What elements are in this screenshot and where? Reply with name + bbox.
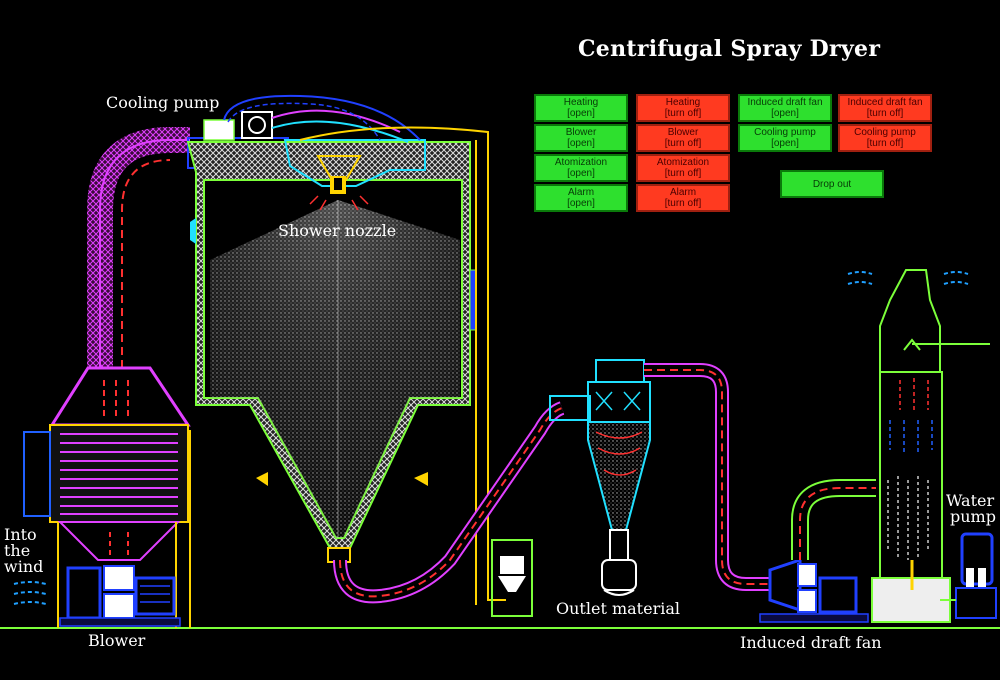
exhaust-duct	[644, 363, 770, 591]
blower-off-button[interactable]: Blower [turn off]	[636, 124, 730, 152]
page-title: Centrifugal Spray Dryer	[578, 36, 881, 62]
heater-unit	[23, 366, 191, 628]
drop-out-label: Drop out	[812, 178, 852, 190]
alarm-open-state: [open]	[567, 198, 595, 209]
atomization-open-button[interactable]: Atomization [open]	[534, 154, 628, 182]
blower-label: Blower	[88, 631, 146, 650]
atomization-open-name: Atomization	[554, 157, 608, 168]
cooling-off-state: [turn off]	[866, 138, 904, 149]
into-the-wind-label-3: wind	[4, 557, 44, 576]
outlet-material-label: Outlet material	[556, 599, 680, 618]
alarm-open-name: Alarm	[567, 187, 595, 198]
alarm-off-state: [turn off]	[664, 198, 702, 209]
transfer-duct	[333, 401, 565, 604]
induced-draft-fan	[759, 479, 876, 623]
cooling-open-name: Cooling pump	[754, 127, 816, 138]
cooling-pump-open-button[interactable]: Cooling pump [open]	[738, 124, 832, 152]
into-the-wind-label-2: the	[4, 541, 31, 560]
idf-off-name: Induced draft fan	[847, 97, 923, 108]
alarm-open-button[interactable]: Alarm [open]	[534, 184, 628, 212]
cooling-pump-off-button[interactable]: Cooling pump [turn off]	[838, 124, 932, 152]
cyclone-separator	[549, 359, 651, 596]
cooling-open-state: [open]	[771, 138, 799, 149]
idf-open-state: [open]	[771, 108, 799, 119]
heating-off-state: [turn off]	[664, 108, 702, 119]
blower-open-name: Blower	[565, 127, 597, 138]
water-pump-label-1: Water	[946, 491, 995, 510]
drop-out-button[interactable]: Drop out	[780, 170, 884, 198]
blower-off-state: [turn off]	[664, 138, 702, 149]
heating-open-name: Heating	[563, 97, 599, 108]
induced-draft-fan-label: Induced draft fan	[740, 633, 882, 652]
cooling-off-name: Cooling pump	[854, 127, 916, 138]
blower-unit	[13, 565, 181, 627]
blower-open-button[interactable]: Blower [open]	[534, 124, 628, 152]
atomization-off-button[interactable]: Atomization [turn off]	[636, 154, 730, 182]
induced-draft-fan-off-button[interactable]: Induced draft fan [turn off]	[838, 94, 932, 122]
blower-open-state: [open]	[567, 138, 595, 149]
atomization-off-state: [turn off]	[664, 168, 702, 179]
heating-off-button[interactable]: Heating [turn off]	[636, 94, 730, 122]
heating-open-state: [open]	[567, 108, 595, 119]
outlet-collector	[491, 539, 533, 629]
into-the-wind-label-1: Into	[4, 525, 37, 544]
drying-chamber	[186, 141, 477, 563]
alarm-off-button[interactable]: Alarm [turn off]	[636, 184, 730, 212]
cooling-pump-label: Cooling pump	[106, 93, 220, 112]
heating-open-button[interactable]: Heating [open]	[534, 94, 628, 122]
water-pump-label-2: pump	[950, 507, 996, 526]
induced-draft-fan-open-button[interactable]: Induced draft fan [open]	[738, 94, 832, 122]
water-pump	[940, 532, 997, 619]
idf-off-state: [turn off]	[866, 108, 904, 119]
blower-off-name: Blower	[667, 127, 699, 138]
atomization-open-state: [open]	[567, 168, 595, 179]
heating-off-name: Heating	[665, 97, 701, 108]
atomizer-nozzle	[203, 94, 506, 605]
idf-open-name: Induced draft fan	[747, 97, 823, 108]
alarm-off-name: Alarm	[669, 187, 697, 198]
atomization-off-name: Atomization	[656, 157, 710, 168]
shower-nozzle-label: Shower nozzle	[278, 221, 397, 240]
